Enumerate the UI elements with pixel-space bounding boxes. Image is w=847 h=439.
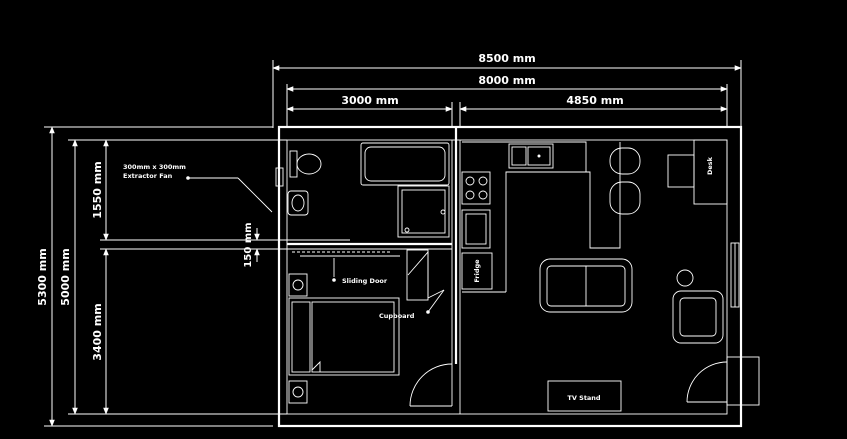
shower bbox=[397, 185, 450, 238]
inner-height-label: 5000 mm bbox=[59, 248, 72, 305]
extractor-fan: 300mm x 300mm Extractor Fan bbox=[123, 163, 284, 213]
sofa bbox=[539, 258, 633, 313]
fridge: Fridge bbox=[461, 252, 493, 290]
bathtub bbox=[360, 142, 450, 186]
lower-height-label: 3400 mm bbox=[91, 303, 104, 360]
gap-height-label: 150 mm bbox=[243, 222, 254, 267]
dimension-upper-height: 1550 mm bbox=[91, 139, 287, 241]
dimension-overall-width: 8500 mm bbox=[272, 52, 742, 128]
stove bbox=[461, 171, 491, 205]
right-window bbox=[730, 242, 740, 308]
inner-width-label: 8000 mm bbox=[478, 74, 535, 87]
overall-height-label: 5300 mm bbox=[36, 248, 49, 305]
dimension-inner-width: 8000 mm bbox=[286, 74, 728, 128]
kitchen-counter bbox=[462, 141, 621, 293]
bed bbox=[288, 297, 400, 376]
dimension-right-section-width: 4850 mm bbox=[459, 94, 728, 112]
extractor-fan-label-line2: Extractor Fan bbox=[123, 172, 173, 180]
tv-stand: TV Stand bbox=[547, 380, 622, 412]
oven bbox=[461, 209, 491, 249]
extractor-fan-label-line1: 300mm x 300mm bbox=[123, 163, 186, 171]
overall-width-label: 8500 mm bbox=[478, 52, 535, 65]
bar-stools bbox=[609, 147, 641, 215]
interior-walls bbox=[287, 127, 461, 414]
dimension-gap-height: 150 mm bbox=[243, 222, 260, 268]
bedside-table-bottom bbox=[288, 380, 308, 404]
toilet bbox=[289, 150, 322, 178]
outer-walls bbox=[277, 125, 743, 428]
bathroom-sink bbox=[287, 190, 309, 216]
sliding-door-label: Sliding Door bbox=[342, 277, 388, 285]
bedside-table-top bbox=[288, 273, 308, 297]
right-width-label: 4850 mm bbox=[566, 94, 623, 107]
tv-stand-label: TV Stand bbox=[567, 394, 601, 402]
dimension-left-section-width: 3000 mm bbox=[286, 94, 461, 128]
desk-label: Desk bbox=[706, 156, 714, 175]
desk: Desk bbox=[667, 139, 728, 205]
armchair bbox=[672, 269, 724, 344]
fridge-label: Fridge bbox=[473, 259, 481, 283]
dimension-lower-height: 3400 mm bbox=[91, 248, 287, 415]
kitchen-sink bbox=[508, 143, 554, 169]
bedroom-door bbox=[409, 363, 453, 407]
upper-height-label: 1550 mm bbox=[91, 161, 104, 218]
left-width-label: 3000 mm bbox=[341, 94, 398, 107]
cupboard-label: Cupboard bbox=[379, 312, 415, 320]
dimension-overall-height: 5300 mm bbox=[36, 126, 273, 427]
cupboard: Cupboard bbox=[379, 249, 445, 320]
entrance-door bbox=[686, 356, 760, 406]
sliding-door: Sliding Door bbox=[292, 251, 400, 285]
